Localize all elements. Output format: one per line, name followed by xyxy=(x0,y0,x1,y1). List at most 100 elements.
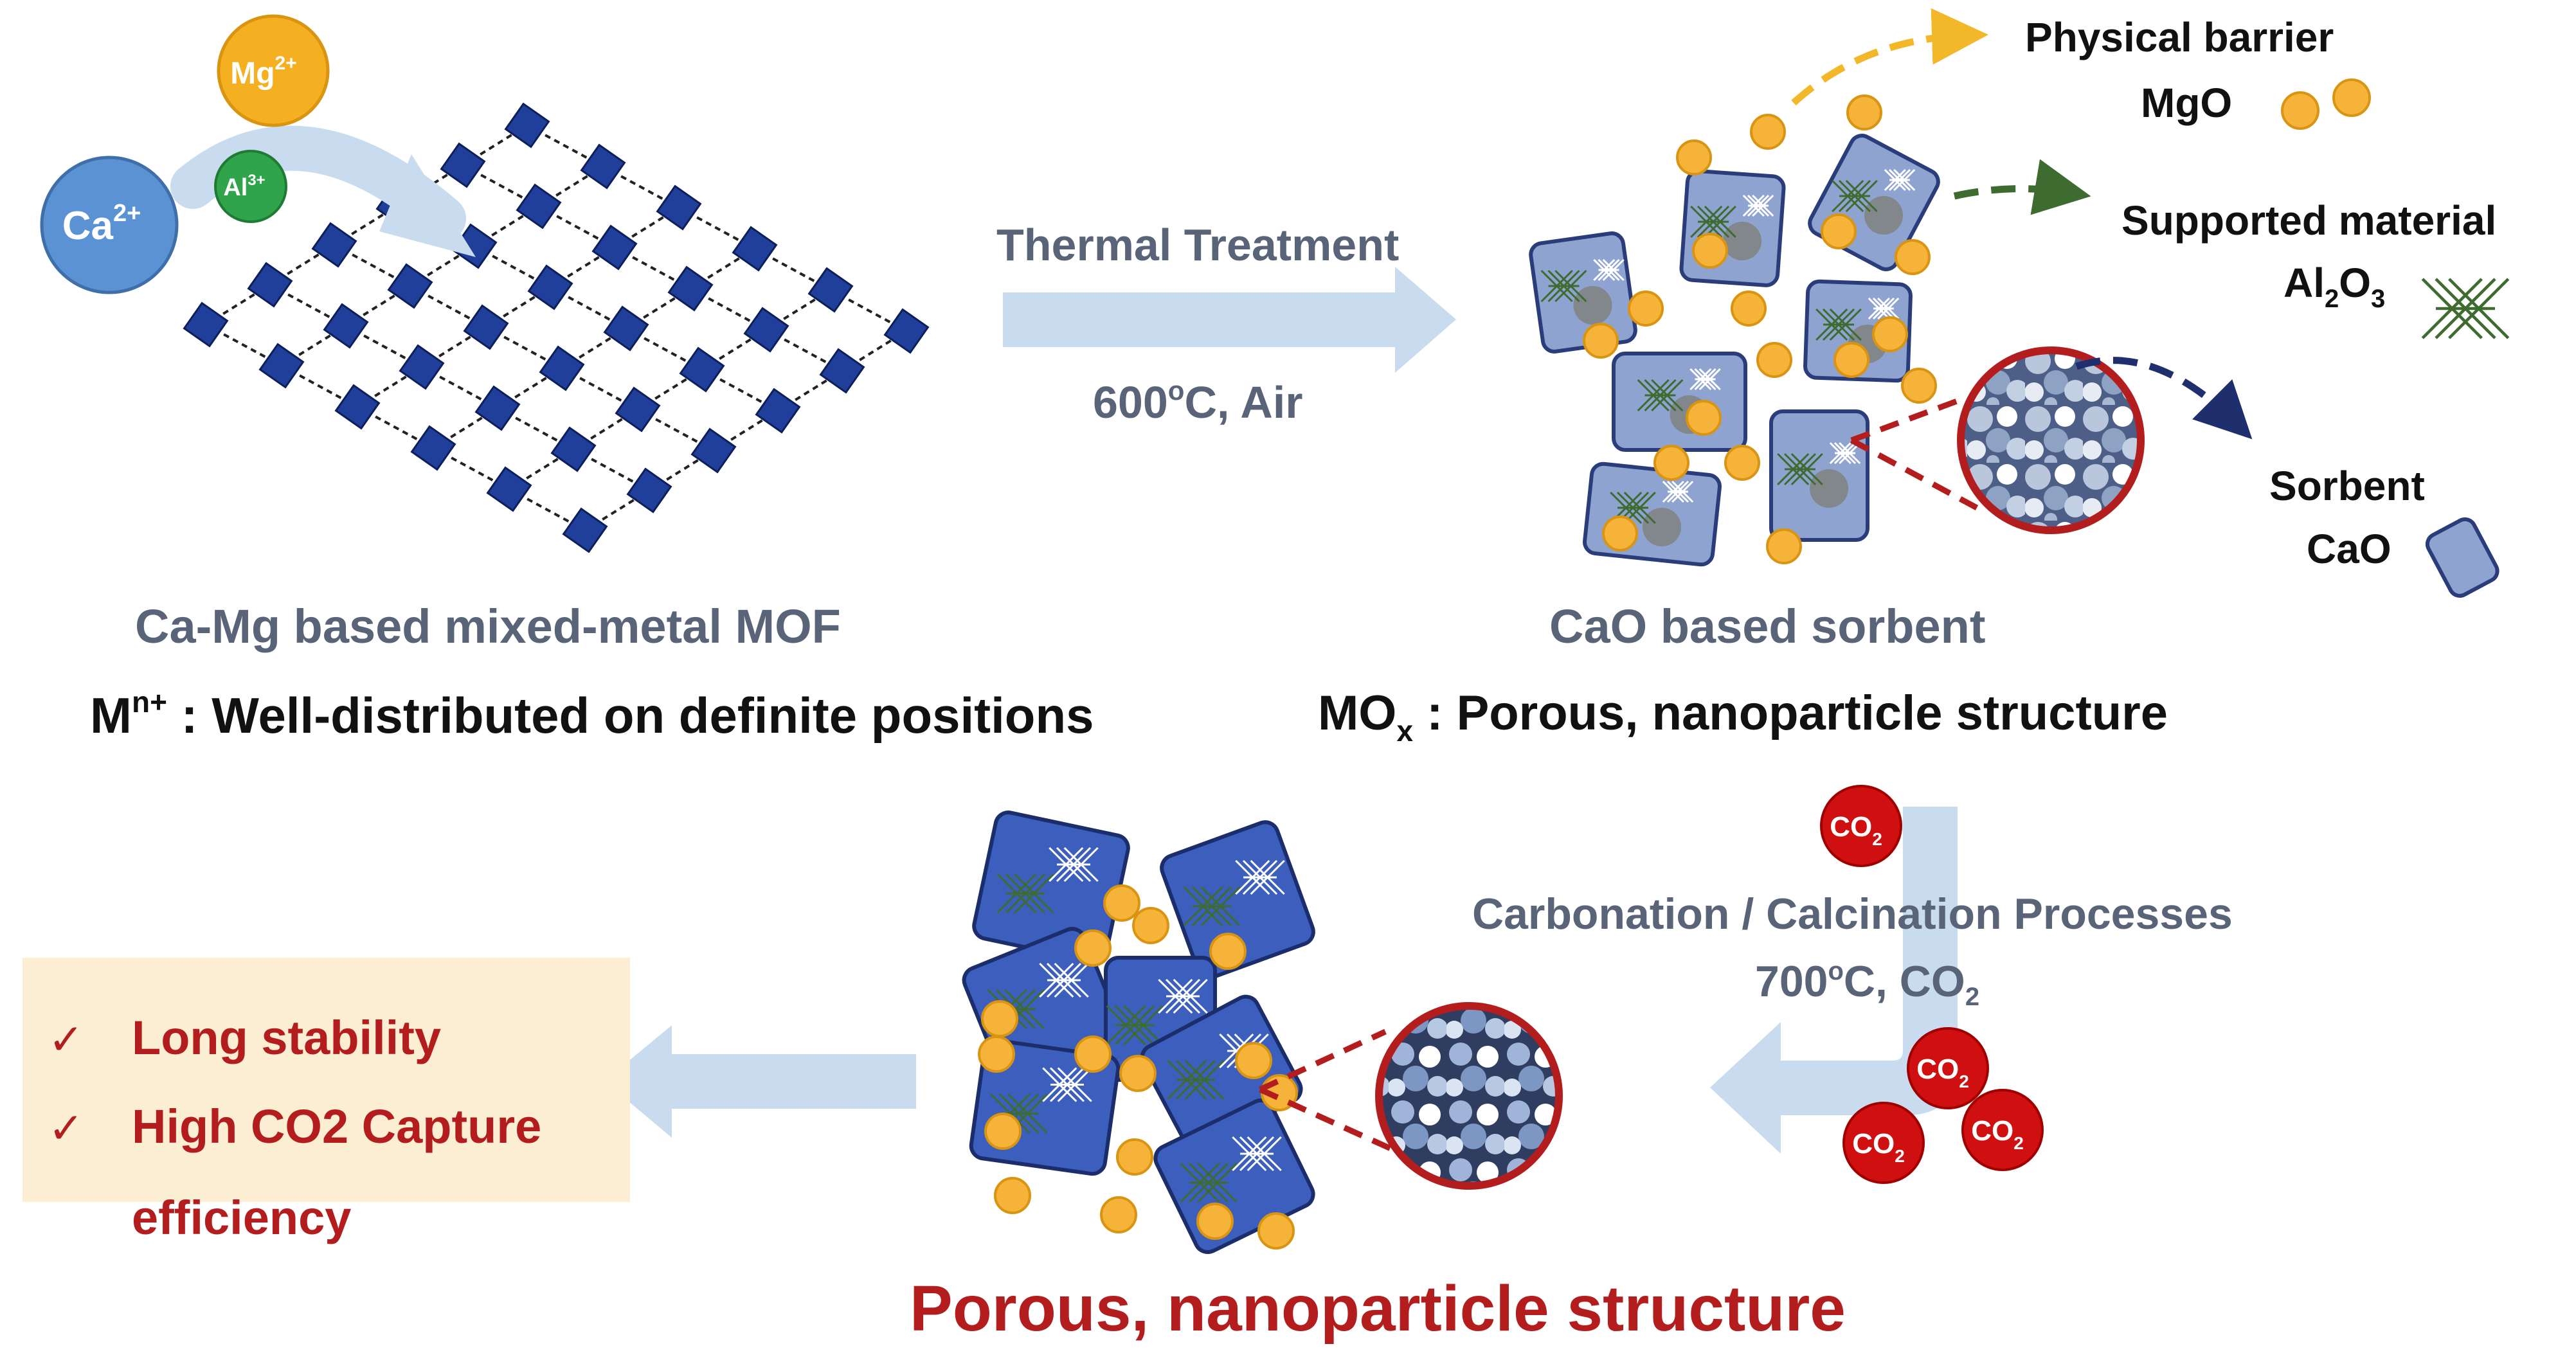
mof-metal-node xyxy=(527,264,573,310)
mgo-particle xyxy=(1074,1035,1112,1073)
mgo-particle xyxy=(994,1177,1031,1214)
svg-text:CO2: CO2 xyxy=(1852,1128,1905,1166)
white-mesh xyxy=(1662,480,1694,503)
carbonation-arrow xyxy=(1710,807,1958,1154)
mgo-particle xyxy=(1103,884,1140,922)
mgo-particle xyxy=(1257,1212,1295,1250)
thermal-treatment-arrow xyxy=(1003,267,1456,373)
cao-pore xyxy=(1723,222,1761,260)
mg-ion: Mg2+ xyxy=(217,14,330,127)
legend-sorbent-name: CaO xyxy=(2307,526,2391,572)
mof-metal-node xyxy=(615,386,661,433)
mgo-particle xyxy=(1846,94,1882,130)
svg-text:Mg2+: Mg2+ xyxy=(230,53,297,91)
al2o3-legend-arrow xyxy=(1953,159,2091,215)
mgo-particle xyxy=(1724,445,1760,481)
mof-metal-node xyxy=(603,305,649,352)
mof-lattice xyxy=(183,102,930,553)
cao-pore xyxy=(1810,469,1848,508)
mgo-legend-arrow xyxy=(1791,8,1988,106)
svg-text:CO2: CO2 xyxy=(1830,811,1882,849)
result-box xyxy=(23,958,630,1202)
al-ion: Al3+ xyxy=(214,150,287,223)
cao-pore xyxy=(1573,286,1612,325)
white-mesh xyxy=(1593,258,1625,282)
mof-metal-node xyxy=(819,348,865,394)
mgo-particle xyxy=(1750,114,1786,150)
zoom-line-bottom-b xyxy=(1259,1086,1396,1154)
legend-barrier-name: MgO xyxy=(2141,80,2232,126)
svg-text:Long stability: Long stability xyxy=(132,1011,441,1064)
co2-molecule: CO2 xyxy=(1961,1089,2044,1171)
mof-metal-node xyxy=(183,301,229,348)
al2o3-mesh xyxy=(996,873,1054,914)
mgo-particle xyxy=(984,1113,1022,1150)
co2-molecule: CO2 xyxy=(1820,785,1902,867)
result-item-capture: ✓ High CO2 Capture xyxy=(48,1100,541,1153)
mgo-particle xyxy=(1100,1196,1137,1233)
mof-metal-node xyxy=(807,267,854,313)
svg-text:CO2: CO2 xyxy=(1916,1053,1969,1091)
porous-zoom-circle-bottom xyxy=(1375,1002,1563,1190)
mof-metal-node xyxy=(550,426,597,472)
cao-legend-arrow xyxy=(2075,357,2253,440)
mgo-particle xyxy=(1821,213,1857,249)
mof-metal-node xyxy=(591,224,638,271)
mof-metal-node xyxy=(258,343,305,389)
process-label: Carbonation / Calcination Processes xyxy=(1472,890,2233,938)
mof-metal-node xyxy=(732,226,778,272)
mgo-particle xyxy=(1756,342,1792,378)
mof-metal-node xyxy=(486,466,532,512)
white-mesh xyxy=(1158,978,1208,1014)
porous-sorbent-cluster xyxy=(962,811,1315,1254)
al2o3-mesh-icon xyxy=(2421,278,2510,339)
co2-molecule: CO2 xyxy=(1842,1102,1925,1184)
result-arrow xyxy=(604,1025,916,1138)
legend-support-name: Al2O3 xyxy=(2283,260,2385,313)
mgo-particle xyxy=(1895,239,1931,275)
white-mesh xyxy=(1689,368,1721,391)
mgo-particle xyxy=(1119,1055,1157,1092)
legend-sorbent-title: Sorbent xyxy=(2269,463,2425,509)
mgo-particle-icon xyxy=(2281,91,2319,130)
al2o3-mesh xyxy=(1180,1162,1238,1203)
mof-metal-node xyxy=(656,184,702,231)
sorbent-title: CaO based sorbent xyxy=(1549,600,1986,653)
mgo-particle xyxy=(1676,139,1712,175)
al2o3-mesh xyxy=(1690,205,1736,238)
mof-metal-node xyxy=(440,142,486,188)
mof-metal-node xyxy=(580,143,626,190)
process-temp: 700oC, CO2 xyxy=(1755,957,1979,1011)
ion-insertion-arrowhead xyxy=(379,154,476,257)
mof-metal-node xyxy=(690,427,737,474)
al2o3-mesh xyxy=(1637,379,1684,412)
mof-metal-node xyxy=(755,388,801,434)
svg-text:High CO2 Capture: High CO2 Capture xyxy=(132,1100,541,1153)
mgo-particle xyxy=(1235,1042,1272,1079)
mgo-particle xyxy=(1766,528,1802,564)
mgo-particle xyxy=(1692,233,1728,269)
mgo-particle xyxy=(1833,342,1869,378)
mof-metal-node xyxy=(504,102,550,148)
svg-text:✓: ✓ xyxy=(48,1016,84,1063)
mgo-particle xyxy=(1132,907,1169,944)
mof-metal-node xyxy=(410,425,456,471)
al2o3-mesh xyxy=(1167,1059,1225,1100)
bottom-caption: Porous, nanoparticle structure xyxy=(910,1273,1846,1345)
white-mesh xyxy=(1232,1136,1282,1172)
mgo-particle xyxy=(1731,291,1767,327)
mgo-particle xyxy=(978,1035,1015,1073)
svg-text:✓: ✓ xyxy=(48,1104,84,1152)
white-mesh xyxy=(1742,194,1774,217)
cao-pore xyxy=(1864,196,1903,235)
ca-ion: Ca2+ xyxy=(40,156,179,294)
mgo-particle xyxy=(1686,400,1722,436)
white-mesh xyxy=(1049,847,1099,883)
mgo-particle xyxy=(1583,323,1619,359)
mof-title: Ca-Mg based mixed-metal MOF xyxy=(135,600,841,653)
porous-zoom-circle-top xyxy=(1957,346,2145,534)
mof-metal-node xyxy=(883,308,930,354)
zoom-line-top-b xyxy=(1850,438,1979,510)
mof-metal-node xyxy=(463,304,509,350)
thermal-treatment-label: Thermal Treatment xyxy=(996,220,1399,270)
